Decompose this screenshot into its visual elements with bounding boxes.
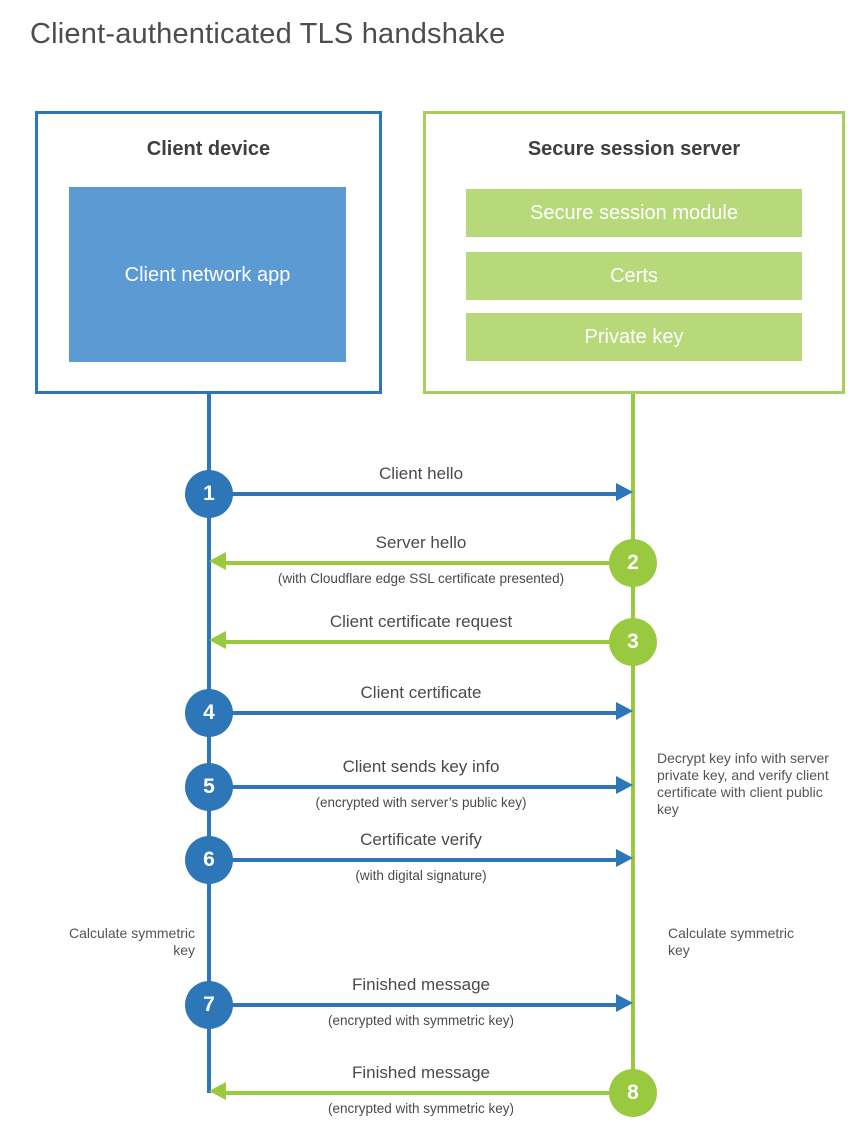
message-label: Client certificate bbox=[360, 683, 482, 702]
step-circle-1: 1 bbox=[185, 470, 233, 518]
arrowhead-icon bbox=[616, 994, 633, 1012]
message-sublabel: (with Cloudflare edge SSL certificate pr… bbox=[277, 571, 565, 586]
server-lifeline bbox=[631, 394, 635, 1093]
message-sublabel: (encrypted with symmetric key) bbox=[327, 1013, 515, 1028]
arrow-line bbox=[231, 849, 633, 867]
server-module-private-key: Private key bbox=[466, 313, 802, 361]
message-label: Finished message bbox=[352, 975, 490, 994]
message-label: Client certificate request bbox=[329, 612, 513, 631]
arrowhead-icon bbox=[209, 631, 226, 649]
message-label: Server hello bbox=[375, 533, 467, 552]
arrowhead-icon bbox=[616, 849, 633, 867]
server-box: Secure session server Secure session mod… bbox=[423, 111, 845, 394]
step-circle-7: 7 bbox=[185, 981, 233, 1029]
step-circle-8: 8 bbox=[609, 1069, 657, 1117]
step-circle-2: 2 bbox=[609, 539, 657, 587]
message-label: Client hello bbox=[378, 464, 464, 483]
arrow-line bbox=[209, 552, 611, 570]
client-device-title: Client device bbox=[146, 138, 271, 160]
arrowhead-icon bbox=[616, 702, 633, 720]
step-circle-5: 5 bbox=[185, 763, 233, 811]
arrow-line bbox=[231, 994, 633, 1012]
step-circle-4: 4 bbox=[185, 689, 233, 737]
note-calc-symmetric-key-client: Calculate symmetric key bbox=[68, 925, 195, 959]
arrow-line bbox=[231, 483, 633, 501]
client-network-app-box: Client network app bbox=[69, 187, 346, 362]
note-calc-symmetric-key-server: Calculate symmetric key bbox=[668, 925, 795, 959]
page-title: Client-authenticated TLS handshake bbox=[30, 18, 506, 50]
arrowhead-icon bbox=[209, 552, 226, 570]
client-network-app-label: Client network app bbox=[124, 263, 291, 286]
server-module-secure-session: Secure session module bbox=[466, 189, 802, 237]
step-circle-6: 6 bbox=[185, 836, 233, 884]
client-device-box: Client device Client network app bbox=[35, 111, 382, 394]
note-decrypt-key-info: Decrypt key info with server private key… bbox=[657, 750, 829, 818]
server-module-certs: Certs bbox=[466, 252, 802, 300]
arrowhead-icon bbox=[209, 1082, 226, 1100]
message-sublabel: (with digital signature) bbox=[355, 868, 487, 883]
arrowhead-icon bbox=[616, 483, 633, 501]
message-label: Certificate verify bbox=[360, 830, 482, 849]
arrowhead-icon bbox=[616, 776, 633, 794]
message-sublabel: (encrypted with server’s public key) bbox=[315, 795, 527, 810]
client-lifeline bbox=[207, 394, 211, 1093]
arrow-line bbox=[231, 776, 633, 794]
step-circle-3: 3 bbox=[609, 618, 657, 666]
arrow-line bbox=[209, 1082, 611, 1100]
arrow-line bbox=[209, 631, 611, 649]
arrow-line bbox=[231, 702, 633, 720]
message-label: Finished message bbox=[352, 1063, 490, 1082]
message-label: Client sends key info bbox=[342, 757, 500, 776]
server-title: Secure session server bbox=[527, 138, 741, 160]
message-sublabel: (encrypted with symmetric key) bbox=[327, 1101, 515, 1116]
